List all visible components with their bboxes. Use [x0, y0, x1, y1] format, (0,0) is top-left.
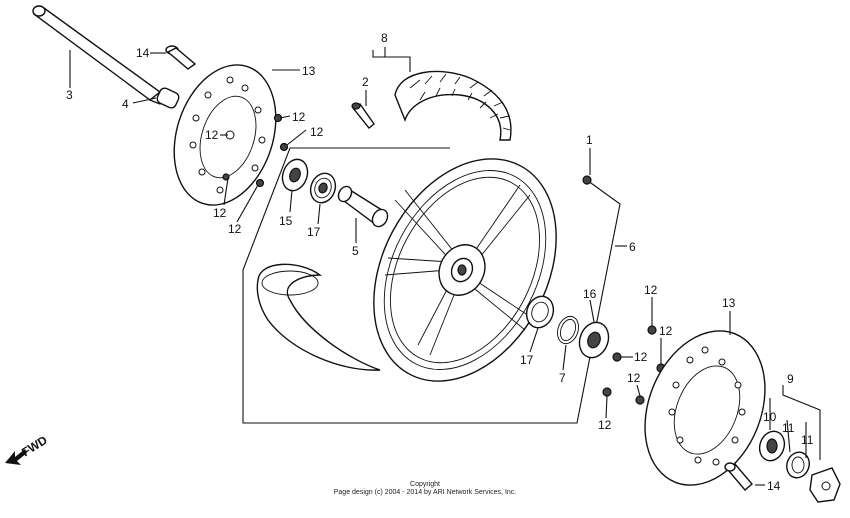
callout-3: 3	[66, 88, 73, 102]
speedo-gearbox-part[interactable]	[809, 467, 841, 503]
callout-13-right: 13	[722, 296, 736, 310]
callout-labels: 3 14 4 13 12 12 12 12 12 15 17 5 8 2 1 6…	[66, 31, 814, 493]
callout-12-g: 12	[634, 350, 648, 364]
callout-13-left: 13	[302, 64, 316, 78]
disc-holes-right	[668, 346, 746, 466]
copyright-notice: Copyright Page design (c) 2004 - 2014 by…	[0, 481, 850, 497]
callout-12-f: 12	[659, 324, 673, 338]
callout-12-d: 12	[228, 222, 242, 236]
callout-11-a: 11	[782, 421, 795, 435]
callout-9: 9	[787, 372, 794, 386]
valve-stem-part[interactable]	[351, 102, 375, 129]
collar-part[interactable]	[156, 87, 181, 110]
fwd-arrow-icon: FWD	[5, 433, 50, 465]
callout-1: 1	[586, 133, 593, 147]
bolt-lower-part[interactable]	[724, 462, 753, 491]
callout-2: 2	[362, 75, 369, 89]
callout-12-i: 12	[598, 418, 612, 432]
speedo-seal-part[interactable]	[756, 428, 789, 464]
circlip-part[interactable]	[554, 313, 582, 346]
callout-6: 6	[629, 240, 636, 254]
bolt-upper-part[interactable]	[165, 45, 197, 70]
leader-lines	[69, 47, 821, 486]
callout-10: 10	[763, 410, 777, 424]
callout-8: 8	[381, 31, 388, 45]
callout-12-disc-center: 12	[205, 128, 219, 142]
callout-15: 15	[279, 214, 293, 228]
disc-holes-left	[189, 76, 266, 194]
callout-5: 5	[352, 244, 359, 258]
cast-wheel-part[interactable]	[337, 127, 593, 412]
fwd-indicator: FWD	[3, 433, 63, 473]
tire-lower-part	[256, 263, 381, 371]
callout-7: 7	[559, 371, 566, 385]
callout-11-b: 11	[801, 433, 814, 447]
callout-12-h: 12	[627, 371, 641, 385]
callout-12-a: 12	[292, 110, 306, 124]
callout-16: 16	[583, 287, 597, 301]
callout-4: 4	[122, 97, 129, 111]
callout-12-b: 12	[310, 125, 324, 139]
callout-12-c: 12	[213, 206, 227, 220]
callout-12-e: 12	[644, 283, 658, 297]
copyright-line-2: Page design (c) 2004 - 2014 by ARI Netwo…	[333, 489, 517, 496]
speedo-retainer-part[interactable]	[783, 449, 813, 481]
tire-part[interactable]	[394, 70, 512, 141]
callout-14-lower: 14	[767, 479, 781, 493]
callout-17-lower: 17	[520, 353, 534, 367]
callout-14-upper: 14	[136, 46, 150, 60]
brake-disc-right-part[interactable]	[623, 313, 787, 503]
distance-collar-part[interactable]	[336, 184, 391, 229]
bearing-right-part[interactable]	[575, 318, 614, 361]
assembly-frame	[242, 147, 621, 424]
balance-weight-part[interactable]	[582, 175, 592, 185]
callout-17-upper: 17	[307, 225, 321, 239]
dust-seal-lower-part[interactable]	[522, 293, 557, 332]
dust-seal-upper-part[interactable]	[307, 170, 340, 206]
bearing-left-part[interactable]	[278, 156, 311, 194]
fwd-label: FWD	[19, 433, 50, 459]
copyright-line-1: Copyright	[410, 481, 440, 488]
